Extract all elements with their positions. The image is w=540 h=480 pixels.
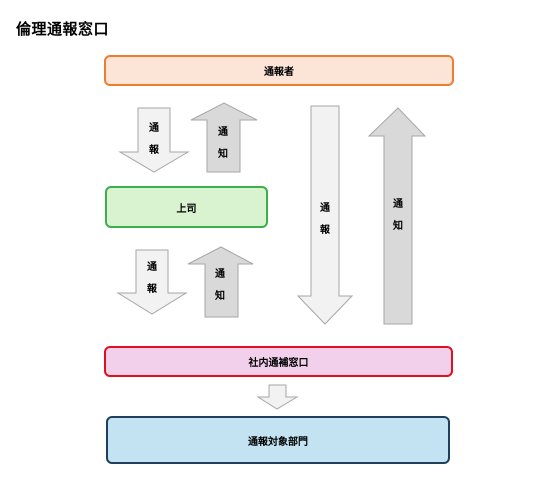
- report-char-2: 報: [149, 145, 159, 156]
- arrow-desk-to-target: [256, 384, 299, 410]
- report-char-1: 通: [147, 262, 157, 273]
- notify-char-2: 知: [215, 291, 225, 302]
- boss-label: 上司: [176, 203, 197, 215]
- reporter-label: 通報者: [264, 67, 294, 78]
- report-arrow-reporter-to-desk: [296, 105, 354, 325]
- notify-label-2: 通 知: [215, 270, 225, 302]
- notify-arrow-desk-to-reporter: [367, 107, 427, 325]
- notify-char-2: 知: [218, 149, 228, 160]
- internal-desk-box: 社内通補窓口: [104, 346, 453, 377]
- report-char-1: 通: [320, 203, 330, 214]
- report-label-2: 通 報: [147, 263, 157, 295]
- report-char-2: 報: [147, 284, 157, 295]
- internal-desk-label: 社内通補窓口: [248, 358, 309, 369]
- notify-label-3: 通 知: [393, 200, 403, 232]
- notify-char-1: 通: [218, 127, 228, 138]
- page-title: 倫理通報窓口: [16, 20, 110, 38]
- notify-arrow-desk-to-boss: [187, 246, 254, 318]
- notify-char-2: 知: [393, 221, 403, 232]
- report-arrow-boss-to-desk: [116, 249, 188, 315]
- notify-label-1: 通 知: [218, 128, 228, 160]
- report-label-3: 通 報: [320, 204, 330, 236]
- notify-char-1: 通: [215, 269, 225, 280]
- report-char-1: 通: [149, 123, 159, 134]
- target-department-box: 通報対象部門: [106, 416, 450, 464]
- notify-char-1: 通: [393, 199, 403, 210]
- notify-arrow-boss-to-reporter: [190, 102, 258, 173]
- reporter-box: 通報者: [104, 55, 454, 86]
- target-department-label: 通報対象部門: [248, 436, 308, 448]
- report-char-2: 報: [320, 225, 330, 236]
- report-label-1: 通 報: [149, 124, 159, 156]
- report-arrow-reporter-to-boss: [118, 107, 190, 173]
- boss-box: 上司: [105, 186, 268, 228]
